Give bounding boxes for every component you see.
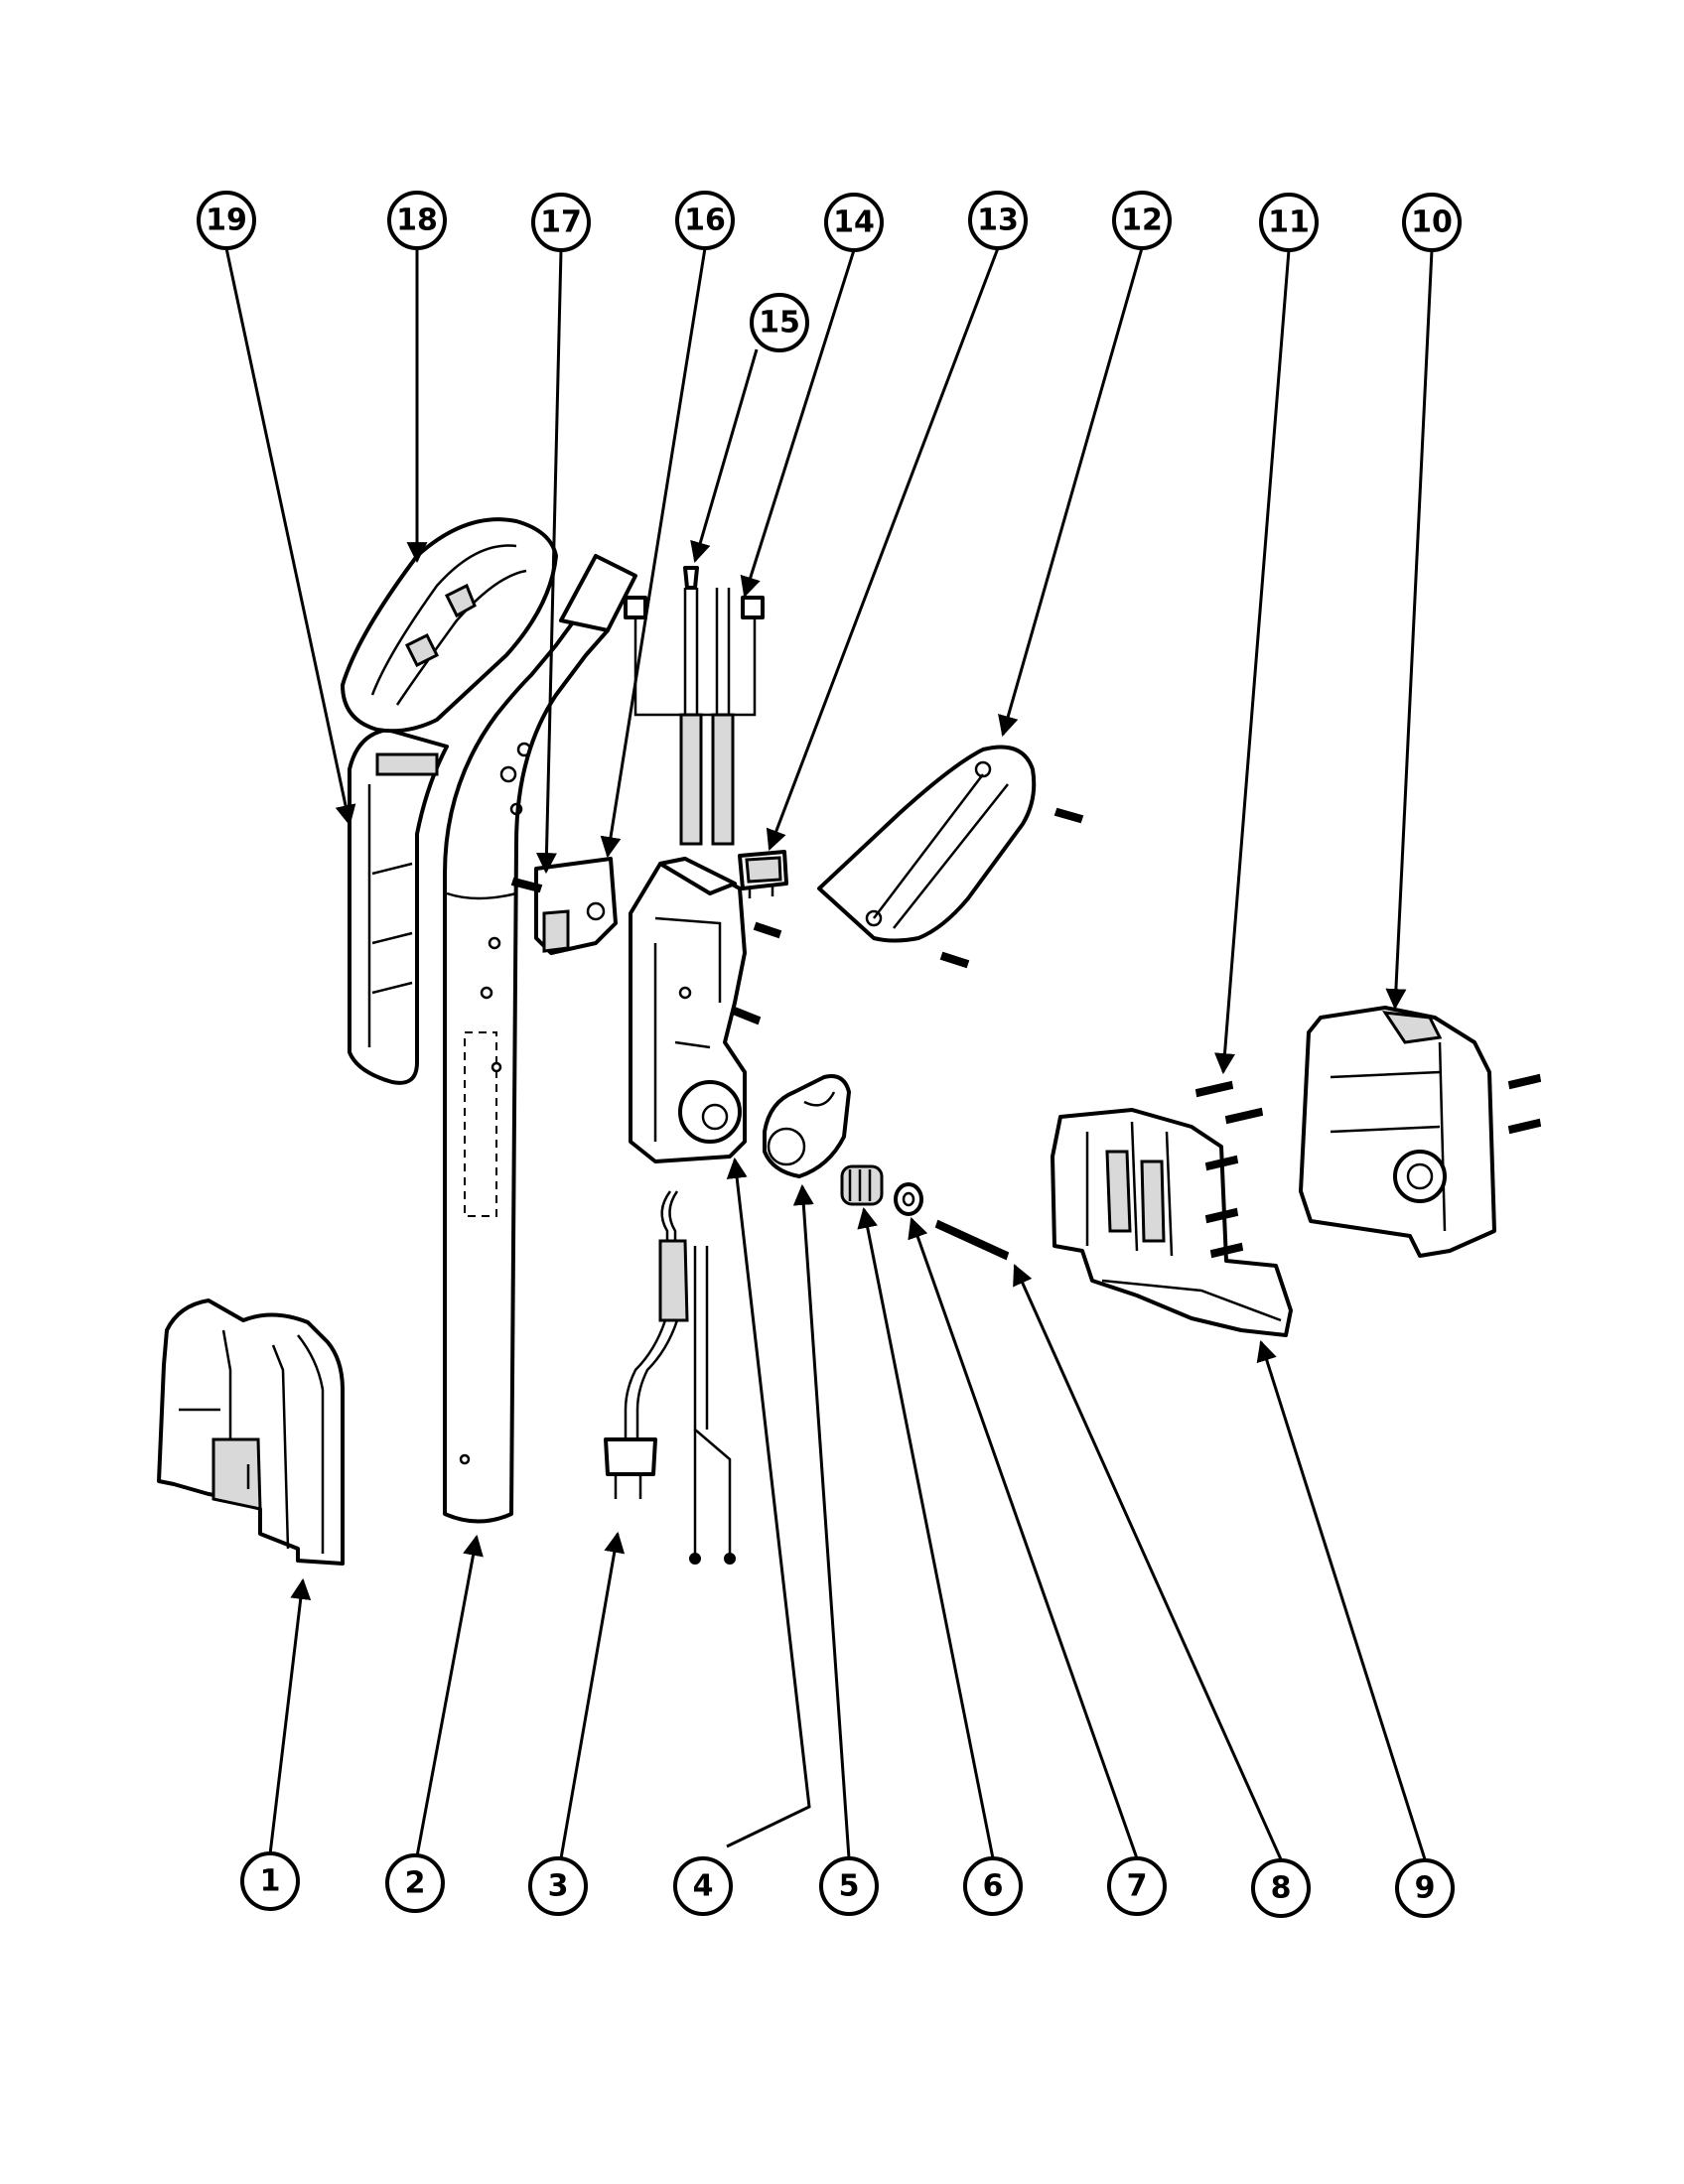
leader-19 <box>224 247 356 827</box>
callout-label: 13 <box>977 204 1019 238</box>
callout-label: 8 <box>1271 1871 1292 1906</box>
callout-11: 11 <box>1259 193 1319 252</box>
leader-13 <box>766 247 1000 851</box>
part-5-cam <box>763 1074 851 1178</box>
leader-5 <box>792 1183 851 1859</box>
callout-7: 7 <box>1107 1856 1167 1916</box>
leader-1 <box>268 1577 312 1855</box>
callout-1: 1 <box>240 1851 300 1911</box>
callout-3: 3 <box>528 1856 588 1916</box>
callout-label: 9 <box>1415 1871 1436 1906</box>
callout-label: 14 <box>833 205 875 240</box>
leader-6 <box>857 1206 995 1859</box>
callout-15: 15 <box>750 293 809 352</box>
callouts: 19 18 17 16 14 15 13 12 <box>197 191 1462 1918</box>
part-17-bracket <box>510 857 618 955</box>
part-13-switch <box>738 850 788 939</box>
callout-label: 4 <box>693 1869 714 1904</box>
callout-label: 6 <box>983 1869 1004 1904</box>
callout-5: 5 <box>819 1856 879 1916</box>
callout-14: 14 <box>824 193 884 252</box>
callout-17: 17 <box>531 193 591 252</box>
leader-lines <box>224 247 1434 1860</box>
callout-label: 12 <box>1121 204 1163 238</box>
part-10-rear-cover <box>1299 1006 1542 1258</box>
callout-9: 9 <box>1395 1858 1455 1918</box>
leader-12 <box>998 247 1144 738</box>
callout-label: 3 <box>548 1869 569 1904</box>
part-4-switch-housing <box>629 857 762 1163</box>
callout-label: 5 <box>839 1869 860 1904</box>
leader-15 <box>690 348 759 564</box>
leader-11 <box>1214 249 1291 1075</box>
part-3-power-cord <box>604 1190 736 1565</box>
callout-8: 8 <box>1251 1858 1311 1918</box>
leader-17 <box>535 249 563 875</box>
callout-label: 11 <box>1268 205 1310 240</box>
callout-2: 2 <box>385 1853 445 1913</box>
leader-2 <box>415 1534 484 1857</box>
callout-label: 10 <box>1411 205 1453 240</box>
leader-10 <box>1385 249 1434 1011</box>
callout-label: 19 <box>206 204 247 238</box>
callout-13: 13 <box>968 191 1028 250</box>
callout-label: 1 <box>260 1864 281 1899</box>
callout-12: 12 <box>1112 191 1172 250</box>
callout-10: 10 <box>1402 193 1462 252</box>
wiring-harness <box>624 566 765 846</box>
part-12-handle-cover <box>817 745 1084 969</box>
callout-label: 17 <box>540 205 582 240</box>
part-19-handle-grip-left <box>348 728 449 1085</box>
part-6-spring <box>840 1164 884 1206</box>
callout-4: 4 <box>673 1856 733 1916</box>
callout-label: 16 <box>684 204 726 238</box>
callout-18: 18 <box>387 191 447 250</box>
leader-9 <box>1256 1339 1427 1860</box>
callout-label: 7 <box>1127 1869 1148 1904</box>
leader-7 <box>908 1217 1139 1859</box>
leader-16 <box>600 247 707 859</box>
part-9-motor-housing <box>1051 1108 1293 1337</box>
part-1-lower-housing <box>157 1298 345 1566</box>
leader-8 <box>1013 1264 1283 1860</box>
leader-4 <box>726 1157 811 1848</box>
callout-6: 6 <box>963 1856 1023 1916</box>
part-11-screws <box>1194 1080 1264 1125</box>
leader-14 <box>740 249 856 599</box>
leader-3 <box>559 1531 626 1859</box>
part-7-washer <box>894 1182 923 1216</box>
callout-19: 19 <box>197 191 256 250</box>
callout-label: 15 <box>759 306 800 341</box>
callout-label: 18 <box>396 204 438 238</box>
part-2-handle-tube <box>443 554 637 1524</box>
part-8-screw <box>934 1219 1010 1261</box>
callout-label: 2 <box>405 1866 426 1901</box>
callout-16: 16 <box>675 191 735 250</box>
